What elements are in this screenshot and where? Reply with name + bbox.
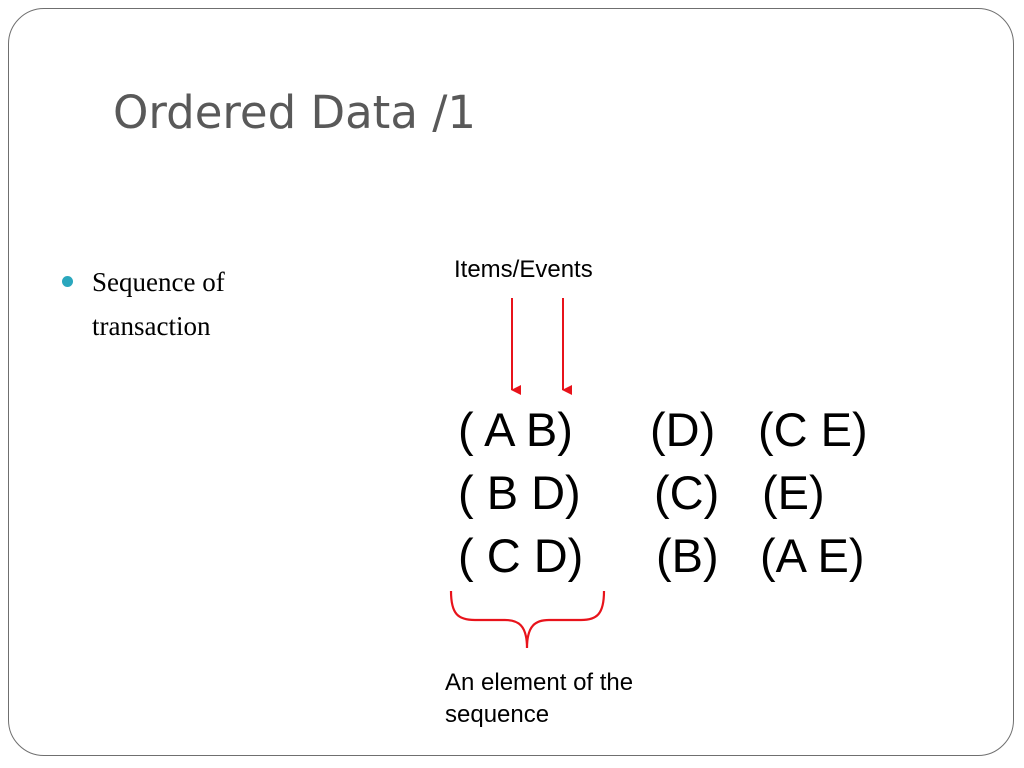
bullet-dot-icon — [62, 276, 73, 287]
sequence-2-element-1: ( B D) — [458, 466, 581, 519]
sequence-3-element-1: ( C D) — [458, 529, 584, 582]
slide-frame — [8, 8, 1014, 756]
sequence-3-element-3: (A E) — [760, 529, 865, 582]
sequence-1-element-2: (D) — [650, 403, 716, 456]
bullet-text: Sequence of transaction — [92, 267, 225, 341]
sequence-1-element-1: ( A B) — [458, 403, 573, 456]
sequence-3-element-2: (B) — [656, 529, 719, 582]
items-events-label: Items/Events — [454, 256, 593, 283]
sequence-2-element-2: (C) — [654, 466, 720, 519]
sequence-1-element-3: (C E) — [758, 403, 868, 456]
slide-title: Ordered Data /1 — [113, 86, 476, 139]
element-of-sequence-label: An element of the sequence — [445, 669, 634, 728]
sequence-2-element-3: (E) — [762, 466, 825, 519]
